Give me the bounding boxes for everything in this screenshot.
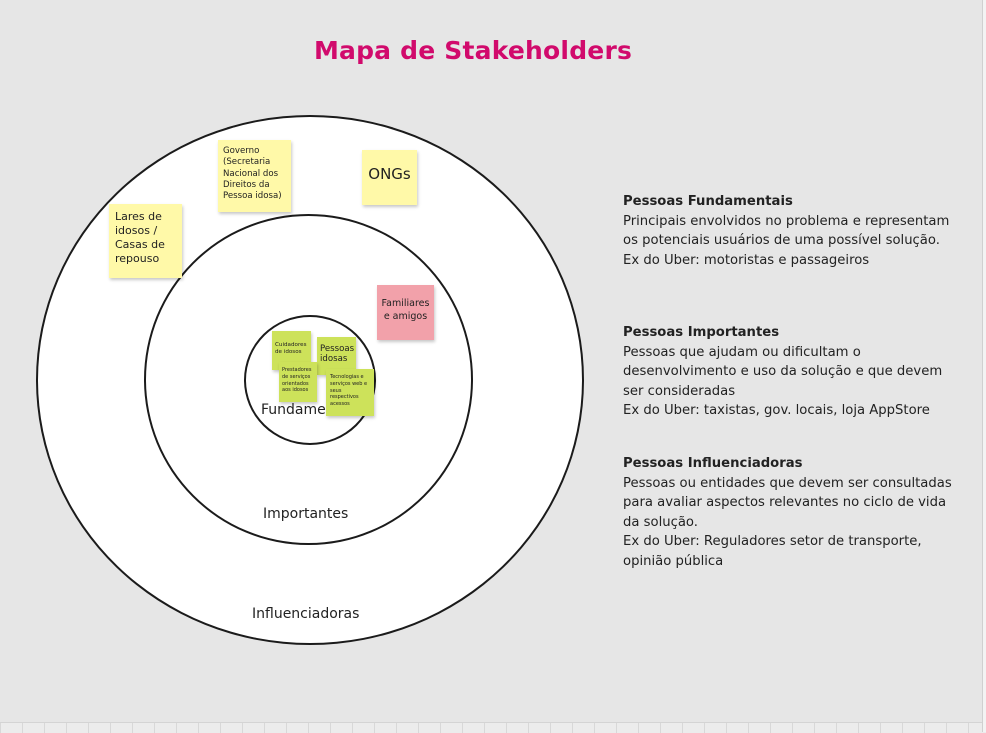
page-title: Mapa de Stakeholders (313, 36, 633, 65)
legend-fundamentais: Pessoas Fundamentais Principais envolvid… (623, 192, 953, 270)
legend-heading: Pessoas Fundamentais (623, 194, 793, 209)
legend-heading: Pessoas Influenciadoras (623, 456, 803, 471)
legend-line: Ex do Uber: motoristas e passageiros (623, 252, 870, 268)
sticky-note-lares[interactable]: Lares de idosos / Casas de repouso (109, 204, 182, 278)
legend-line: desenvolvimento e uso da solução e que d… (623, 364, 943, 379)
legend-line: da solução. (623, 514, 698, 530)
ring-label-fundamentais: Fundame (261, 402, 326, 418)
legend-line: Ex do Uber: Reguladores setor de transpo… (623, 534, 922, 549)
legend-heading: Pessoas Importantes (623, 325, 780, 340)
sticky-note-familiares[interactable]: Familiares e amigos (377, 285, 434, 340)
legend-line: Principais envolvidos no problema e repr… (623, 213, 950, 229)
sticky-note-ongs[interactable]: ONGs (362, 150, 417, 205)
sticky-note-pessoas-idosas[interactable]: Pessoas idosas (317, 337, 356, 375)
legend-line: Ex do Uber: taxistas, gov. locais, loja … (623, 403, 930, 418)
legend-line: opinião pública (623, 553, 724, 569)
legend-line: Pessoas que ajudam ou dificultam o (623, 344, 861, 360)
sticky-note-governo[interactable]: Governo (Secretaria Nacional dos Direito… (218, 140, 291, 212)
canvas-edge (982, 0, 986, 732)
legend-line: Pessoas ou entidades que devem ser consu… (623, 475, 952, 491)
sticky-note-tecnologia[interactable]: Tecnologias e serviços web e seus respec… (326, 369, 374, 416)
legend-influenciadoras: Pessoas Influenciadoras Pessoas ou entid… (623, 454, 953, 571)
legend-line: ser consideradas (623, 383, 736, 399)
legend-line: os potenciais usuários de uma possível s… (623, 233, 940, 248)
ring-label-importantes: Importantes (263, 506, 349, 522)
legend-line: para avaliar aspectos relevantes no cicl… (623, 495, 947, 510)
sticky-note-prestadores[interactable]: Prestadores de serviços orientados aos i… (279, 362, 317, 402)
legend-importantes: Pessoas Importantes Pessoas que ajudam o… (623, 323, 953, 421)
ring-label-influenciadoras: Influenciadoras (252, 606, 360, 622)
canvas-grid (0, 722, 986, 733)
